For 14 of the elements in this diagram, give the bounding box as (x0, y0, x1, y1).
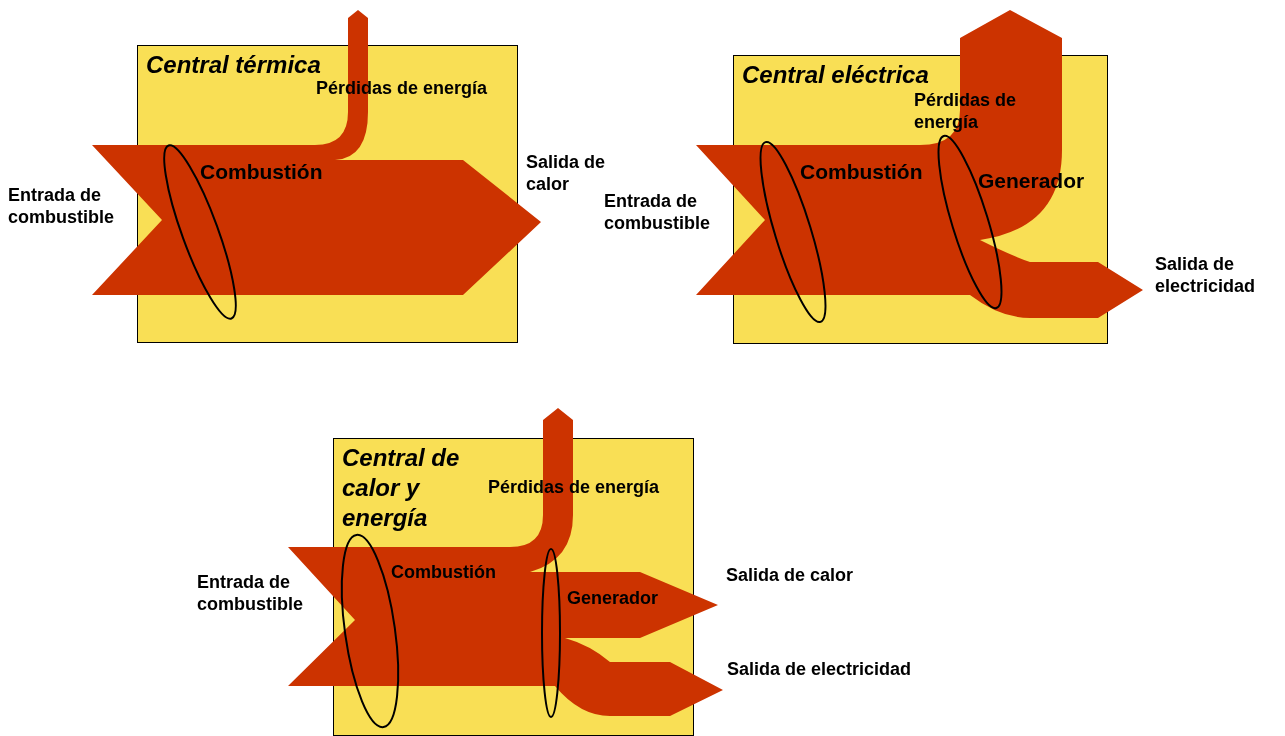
flow-label: Salida de calor (526, 152, 607, 194)
flow-label: Salida de electricidad (1155, 254, 1257, 298)
flow-label: Entrada de combustible (8, 185, 115, 229)
flow-label: Combustión (800, 159, 923, 185)
flow-label: Salida de electricidad (727, 659, 912, 681)
panel-title: Central térmica (146, 50, 322, 80)
flow-label: Entrada de combustible (197, 572, 304, 616)
panel-title: Central eléctrica (742, 60, 930, 90)
panel-title: Central de calor y energía (342, 443, 461, 533)
flow-label: Combustión (391, 562, 496, 584)
flow-label: Entrada de combustible (604, 191, 711, 235)
flow-label: Generador (567, 588, 659, 610)
flow-label: Combustión (200, 159, 323, 185)
flow-label: Salida de calor (726, 565, 854, 587)
